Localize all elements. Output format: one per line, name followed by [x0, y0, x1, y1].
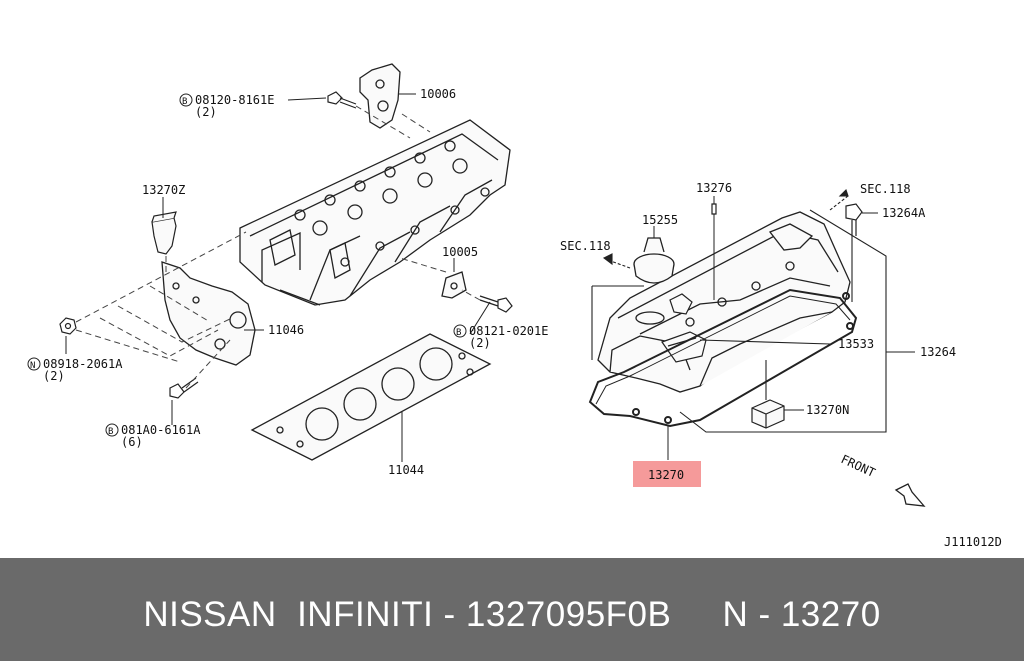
nut-prefix-08918: N	[30, 361, 35, 371]
plug-13270z	[151, 211, 177, 255]
nut-symbol-08918	[27, 357, 41, 371]
stud-13276	[711, 203, 717, 215]
parts-diagram: 10006 B 08120-8161E (2) 13270Z 10005 B 0…	[27, 63, 1002, 549]
footer-bar: NISSAN INFINITI - 1327095F0B N - 13270	[0, 558, 1024, 661]
highlight-13270	[633, 461, 701, 487]
label-11044: 11044	[388, 463, 424, 477]
assembly-dashed-lines	[75, 105, 481, 389]
bolt-symbol-08120	[179, 93, 193, 107]
gasket-13270	[588, 288, 858, 428]
front-arrow	[894, 483, 926, 507]
label-13270: 13270	[648, 468, 684, 482]
oil-cap-15255	[633, 237, 675, 325]
front-cover-11046	[161, 261, 256, 366]
label-13270n: 13270N	[806, 403, 849, 417]
bolt-prefix-08120: B	[182, 97, 187, 107]
label-08121-number: 08121-0201E	[469, 324, 548, 338]
bolt-symbol-08121	[453, 324, 467, 338]
bolt-08120	[327, 91, 357, 109]
nut-08918	[59, 317, 77, 335]
label-15255: 15255	[642, 213, 678, 227]
bolt-symbol-081a0	[105, 423, 119, 437]
label-13264a: 13264A	[882, 206, 926, 220]
label-front: FRONT	[839, 452, 878, 480]
diagram-code: J111012D	[944, 535, 1002, 549]
head-gasket-11044	[250, 333, 492, 461]
sec-arrow-left	[602, 253, 631, 269]
callout-labels: 10006 B 08120-8161E (2) 13270Z 10005 B 0…	[27, 87, 1002, 549]
label-081a0-number: 081A0-6161A	[121, 423, 201, 437]
bolt-13264a	[845, 203, 863, 236]
label-11046: 11046	[268, 323, 304, 337]
rocker-cover-13264	[597, 211, 851, 393]
label-sec118-top: SEC.118	[860, 182, 911, 196]
bolt-081a0	[169, 377, 199, 399]
label-08120-qty: (2)	[195, 105, 217, 119]
label-08918-number: 08918-2061A	[43, 357, 123, 371]
footer-part-title: NISSAN INFINITI - 1327095F0B N - 13270	[143, 595, 881, 634]
label-13533: 13533	[838, 337, 874, 351]
bolt-prefix-08121: B	[456, 328, 461, 338]
label-08120-number: 08120-8161E	[195, 93, 274, 107]
label-08918-qty: (2)	[43, 369, 65, 383]
label-13264: 13264	[920, 345, 956, 359]
pcv-valve	[669, 293, 693, 315]
grommet-13270n	[751, 399, 785, 429]
label-sec118-left: SEC.118	[560, 239, 611, 253]
label-13270z: 13270Z	[142, 183, 185, 197]
label-13276: 13276	[696, 181, 732, 195]
bracket-10006	[359, 63, 401, 129]
group-bracket	[591, 209, 915, 433]
label-08121-qty: (2)	[469, 336, 491, 350]
sec-arrow-top	[829, 188, 849, 211]
cylinder-head	[239, 119, 511, 306]
label-081a0-qty: (6)	[121, 435, 143, 449]
leader-lines	[65, 93, 878, 462]
bracket-10005	[441, 271, 467, 299]
bolt-prefix-081a0: B	[108, 427, 113, 437]
label-10005: 10005	[442, 245, 478, 259]
label-10006: 10006	[420, 87, 456, 101]
